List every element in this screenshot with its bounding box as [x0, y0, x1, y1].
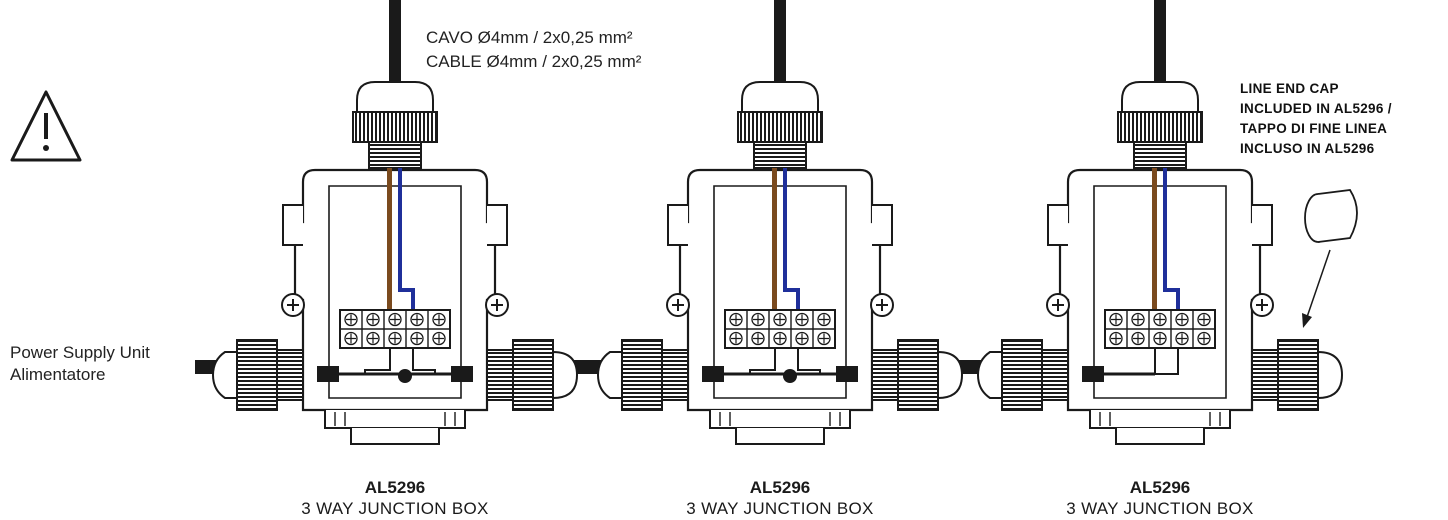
- end-cap-note-line-1: LINE END CAP: [1240, 81, 1339, 96]
- junction-box-description: 3 WAY JUNCTION BOX: [301, 499, 489, 518]
- cable-spec-line-2: CABLE Ø4mm / 2x0,25 mm²: [426, 52, 642, 71]
- power-supply-label: Power Supply Unit Alimentatore: [10, 342, 150, 386]
- junction-box-code: AL5296: [749, 478, 811, 497]
- cable-spec-line-1: CAVO Ø4mm / 2x0,25 mm²: [426, 28, 633, 47]
- end-cap-note-line-2: INCLUDED IN AL5296 /: [1240, 101, 1392, 116]
- end-cap-icon: [1304, 189, 1358, 243]
- end-cap-note: LINE END CAP INCLUDED IN AL5296 / TAPPO …: [1240, 79, 1392, 159]
- cable-spec-label: CAVO Ø4mm / 2x0,25 mm² CABLE Ø4mm / 2x0,…: [426, 26, 641, 74]
- junction-box-1: [211, 0, 579, 446]
- end-cap-arrow: [1302, 249, 1331, 328]
- junction-box-caption-2: AL5296 3 WAY JUNCTION BOX: [660, 477, 900, 519]
- warning-triangle-icon: [10, 90, 82, 162]
- power-supply-line-2: Alimentatore: [10, 365, 106, 384]
- junction-box-description: 3 WAY JUNCTION BOX: [686, 499, 874, 518]
- end-cap-note-line-3: TAPPO DI FINE LINEA: [1240, 121, 1388, 136]
- junction-box-code: AL5296: [364, 478, 426, 497]
- junction-box-2: [596, 0, 964, 446]
- junction-box-code: AL5296: [1129, 478, 1191, 497]
- junction-box-3: [976, 0, 1344, 446]
- junction-box-description: 3 WAY JUNCTION BOX: [1066, 499, 1254, 518]
- end-cap-note-line-4: INCLUSO IN AL5296: [1240, 141, 1375, 156]
- power-supply-line-1: Power Supply Unit: [10, 343, 150, 362]
- junction-box-caption-3: AL5296 3 WAY JUNCTION BOX: [1040, 477, 1280, 519]
- junction-box-caption-1: AL5296 3 WAY JUNCTION BOX: [275, 477, 515, 519]
